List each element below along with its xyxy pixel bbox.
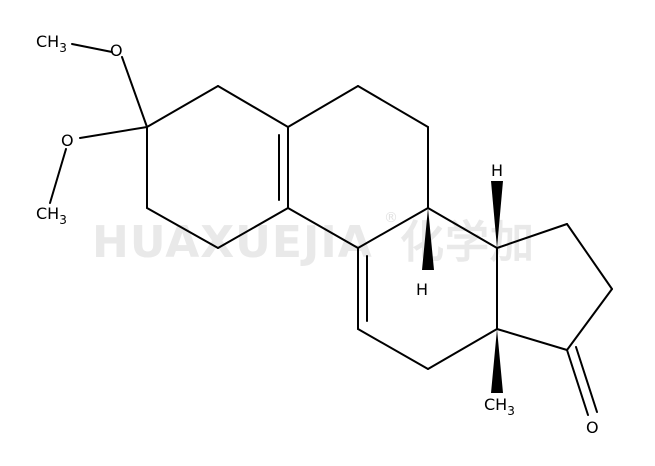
bond-c3-o-left bbox=[79, 126, 148, 139]
bond-c17-o-double bbox=[575, 346, 598, 413]
label-ch3-bottom: CH3 bbox=[484, 395, 515, 418]
label-o-left: O bbox=[61, 131, 74, 150]
label-o-top: O bbox=[110, 41, 123, 60]
bond-c1-c2 bbox=[146, 207, 219, 249]
bond-c8-c9 bbox=[357, 207, 429, 249]
wedge-c14-h bbox=[491, 181, 503, 248]
bond-c11-c12 bbox=[357, 328, 429, 370]
label-ch3-left: CH3 bbox=[36, 204, 67, 227]
watermark: HUAXUEJIA ® 化学加 bbox=[92, 210, 534, 268]
bond-c3-c4 bbox=[146, 85, 219, 128]
bond-c14-c8 bbox=[427, 207, 498, 249]
wedge-c8-h bbox=[422, 208, 434, 270]
bond-c16-c17 bbox=[566, 288, 613, 351]
wedge-c13-ch3 bbox=[491, 329, 503, 393]
bond-c3-o-top bbox=[121, 56, 148, 128]
svg-text:CH3: CH3 bbox=[484, 395, 515, 418]
bond-c12-c13 bbox=[427, 328, 498, 370]
label-ch3-top: CH3 bbox=[36, 32, 67, 55]
svg-text:CH3: CH3 bbox=[36, 32, 67, 55]
bond-c17-o bbox=[566, 349, 589, 416]
bond-c6-c7 bbox=[357, 85, 429, 128]
bond-o-top-ch3 bbox=[71, 43, 113, 53]
watermark-registered-mark: ® bbox=[384, 210, 398, 226]
bond-c17-c13 bbox=[496, 328, 568, 351]
label-h-top: H bbox=[491, 161, 503, 180]
bond-c4-c5 bbox=[217, 85, 289, 128]
label-o-ketone: O bbox=[586, 418, 599, 437]
bond-c5-c6 bbox=[287, 85, 359, 128]
bond-c9-c10 bbox=[287, 207, 359, 249]
bond-c10-c1 bbox=[217, 207, 289, 249]
bond-o-left-ch3 bbox=[49, 148, 67, 204]
svg-text:CH3: CH3 bbox=[36, 204, 67, 227]
bond-c15-c16 bbox=[566, 223, 613, 290]
watermark-text: HUAXUEJIA bbox=[92, 217, 373, 268]
label-h-bottom: H bbox=[416, 280, 428, 299]
bond-c14-c15 bbox=[496, 223, 568, 249]
